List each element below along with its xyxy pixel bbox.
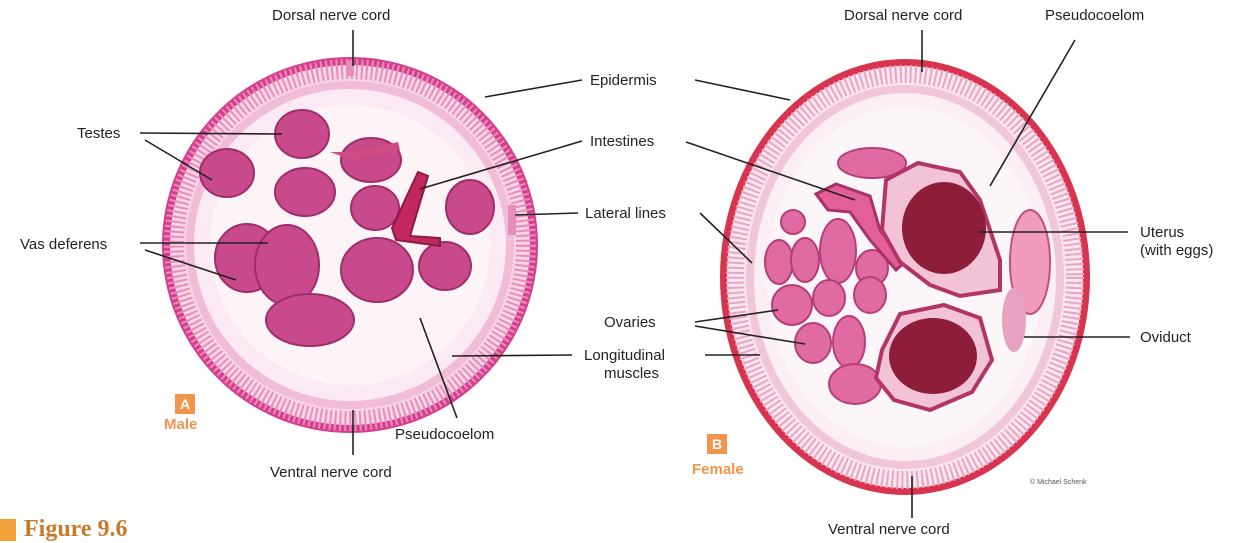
- label-ovaries: Ovaries: [604, 314, 656, 331]
- female-ovary: [854, 277, 886, 313]
- male-testis: [200, 149, 254, 197]
- leader-testes-1: [140, 133, 282, 134]
- male-testis: [275, 110, 329, 158]
- label-intestines: Intestines: [590, 133, 654, 150]
- label-longitudinal-muscles-line2: muscles: [604, 365, 659, 382]
- label-lateral-lines: Lateral lines: [585, 205, 666, 222]
- male-lateral-line: [508, 205, 516, 235]
- female-uterus-eggs: [889, 318, 977, 394]
- label-epidermis: Epidermis: [590, 72, 657, 89]
- label-uterus-line2: (with eggs): [1140, 242, 1213, 259]
- male-cross-section: [162, 57, 538, 433]
- female-ovary: [791, 238, 819, 282]
- female-ovary: [765, 240, 793, 284]
- leader-epidermis-male: [485, 80, 582, 97]
- figure-marker-icon: [0, 519, 16, 541]
- female-ovary: [820, 219, 856, 283]
- label-oviduct: Oviduct: [1140, 329, 1191, 346]
- male-testis: [351, 186, 399, 230]
- female-oviduct: [1002, 288, 1026, 352]
- label-testes: Testes: [77, 125, 120, 142]
- label-longitudinal-muscles-line1: Longitudinal: [584, 347, 665, 364]
- male-testis: [419, 242, 471, 290]
- male-vas-deferens: [341, 238, 413, 302]
- label-female-ventral-nerve-cord: Ventral nerve cord: [828, 521, 950, 538]
- label-male-pseudocoelom: Pseudocoelom: [395, 426, 494, 443]
- label-male-ventral-nerve-cord: Ventral nerve cord: [270, 464, 392, 481]
- badge-b: B: [707, 434, 727, 454]
- label-male: Male: [164, 416, 197, 433]
- label-vas-deferens: Vas deferens: [20, 236, 107, 253]
- female-cross-section: [720, 59, 1090, 495]
- male-testis: [446, 180, 494, 234]
- female-ovary: [833, 316, 865, 368]
- leader-epidermis-female: [695, 80, 790, 100]
- female-uterus-eggs: [902, 182, 986, 274]
- figure-label: Figure 9.6: [24, 516, 128, 543]
- male-vas-deferens: [266, 294, 354, 346]
- female-ovary: [829, 364, 881, 404]
- male-vas-deferens: [255, 225, 319, 305]
- female-ovary: [772, 285, 812, 325]
- label-female-dorsal-nerve-cord: Dorsal nerve cord: [844, 7, 962, 24]
- label-female: Female: [692, 461, 744, 478]
- badge-a: A: [175, 394, 195, 414]
- label-male-dorsal-nerve-cord: Dorsal nerve cord: [272, 7, 390, 24]
- label-female-pseudocoelom: Pseudocoelom: [1045, 7, 1144, 24]
- label-uterus-line1: Uterus: [1140, 224, 1184, 241]
- leader-longitudinal-male: [452, 355, 572, 356]
- male-testis: [275, 168, 335, 216]
- female-ovary: [781, 210, 805, 234]
- photo-credit: © Michael Schenk: [1030, 479, 1087, 486]
- female-ovary: [813, 280, 845, 316]
